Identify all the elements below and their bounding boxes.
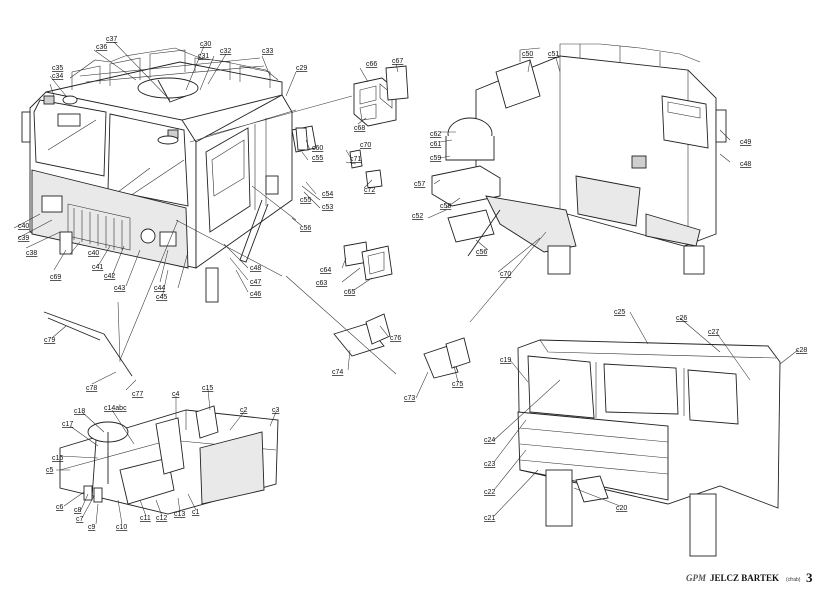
part-label: c26 (676, 315, 687, 322)
front-cab-assembly (21, 47, 317, 303)
part-label: c49 (740, 139, 751, 146)
part-label: c19 (500, 357, 511, 364)
part-label: c77 (132, 391, 143, 398)
part-label: c69 (50, 274, 61, 281)
part-label: c59 (430, 155, 441, 162)
part-label: c55 (312, 155, 323, 162)
page-footer: GPM JELCZ BARTEK (cfrab) 3 (686, 570, 813, 585)
page-number: 3 (806, 570, 813, 585)
part-label: c78 (86, 385, 97, 392)
part-label: c20 (616, 505, 627, 512)
part-label: c76 (390, 335, 401, 342)
part-label: c17 (62, 421, 73, 428)
part-label: c55 (300, 197, 311, 204)
leader-lines (13, 41, 799, 525)
part-label: c41 (92, 264, 103, 271)
part-label: c31 (198, 53, 209, 60)
part-label: c37 (106, 36, 117, 43)
part-label: c72 (364, 187, 375, 194)
part-label: c68 (354, 125, 365, 132)
exploded-parts (43, 65, 471, 379)
brand-logo: GPM (686, 573, 707, 583)
part-label: c66 (366, 61, 377, 68)
part-label: c14abc (104, 405, 127, 412)
part-label: c30 (200, 41, 211, 48)
part-label: c33 (262, 48, 273, 55)
part-labels: c30 c31 c32 c33 c29 c37 c36 c35 c34 c66 … (18, 36, 807, 531)
part-label: c56 (300, 225, 311, 232)
part-label: c27 (708, 329, 719, 336)
model-subtitle: (cfrab) (786, 577, 801, 583)
part-label: c16 (52, 455, 63, 462)
part-label: c28 (796, 347, 807, 354)
part-label: c46 (250, 291, 261, 298)
part-label: c73 (404, 395, 415, 402)
part-label: c58 (440, 203, 451, 210)
part-label: c50 (522, 51, 533, 58)
part-label: c79 (44, 337, 55, 344)
part-label: c4 (172, 391, 180, 398)
part-label: c5 (46, 467, 54, 474)
part-label: c29 (296, 65, 307, 72)
part-label: c23 (484, 461, 495, 468)
part-label: c75 (452, 381, 463, 388)
part-label: c2 (240, 407, 248, 414)
part-label: c63 (316, 280, 327, 287)
part-label: c70 (360, 142, 371, 149)
part-label: c3 (272, 407, 280, 414)
part-label: c21 (484, 515, 495, 522)
part-label: c15 (202, 385, 213, 392)
part-label: c38 (26, 250, 37, 257)
part-label: c71 (350, 156, 361, 163)
part-label: c52 (412, 213, 423, 220)
part-label: c1 (192, 509, 200, 516)
part-label: c70 (500, 271, 511, 278)
part-label: c12 (156, 515, 167, 522)
part-label: c32 (220, 48, 231, 55)
part-label: c36 (96, 44, 107, 51)
part-label: c11 (140, 515, 151, 522)
interior-floor-assembly (59, 405, 279, 515)
part-label: c35 (52, 65, 63, 72)
part-label: c42 (104, 273, 115, 280)
cab-shell-assembly (517, 339, 781, 557)
part-label: c43 (114, 285, 125, 292)
part-label: c34 (52, 73, 63, 80)
part-label: c48 (250, 265, 261, 272)
model-title: JELCZ BARTEK (710, 573, 779, 583)
part-label: c6 (56, 504, 64, 511)
part-label: c24 (484, 437, 495, 444)
part-label: c74 (332, 369, 343, 376)
part-label: c22 (484, 489, 495, 496)
part-label: c39 (18, 235, 29, 242)
part-label: c45 (156, 294, 167, 301)
part-label: c10 (116, 524, 127, 531)
part-label: c56 (476, 249, 487, 256)
part-label: c65 (344, 289, 355, 296)
part-label: c9 (88, 524, 96, 531)
part-label: c64 (320, 267, 331, 274)
part-label: c53 (322, 204, 333, 211)
part-label: c40 (88, 250, 99, 257)
part-label: c60 (312, 145, 323, 152)
rear-cab-assembly (431, 43, 727, 275)
part-label: c8 (74, 507, 82, 514)
part-label: c54 (322, 191, 333, 198)
part-label: c13 (174, 511, 185, 518)
part-label: c40 (18, 223, 29, 230)
part-label: c67 (392, 58, 403, 65)
part-label: c51 (548, 51, 559, 58)
part-label: c48 (740, 161, 751, 168)
part-label: c61 (430, 141, 441, 148)
part-label: c44 (154, 285, 165, 292)
part-label: c18 (74, 408, 85, 415)
part-label: c25 (614, 309, 625, 316)
part-label: c47 (250, 279, 261, 286)
part-label: c7 (76, 516, 84, 523)
part-label: c62 (430, 131, 441, 138)
part-label: c57 (414, 181, 425, 188)
